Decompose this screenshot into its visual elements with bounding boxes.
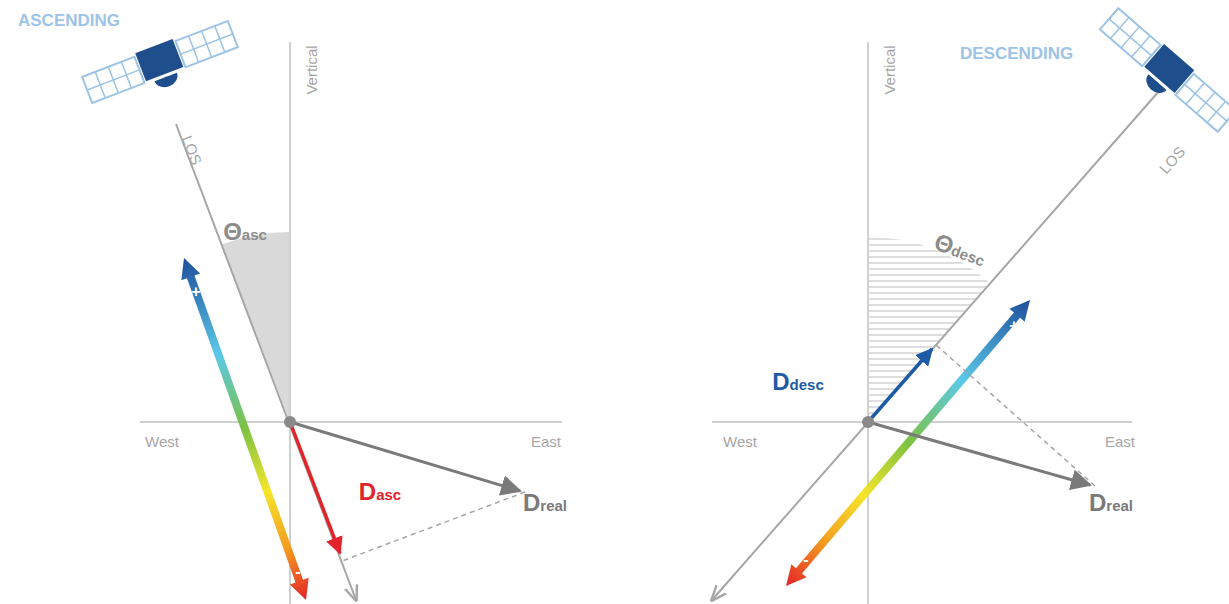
axis-label: LOS	[1156, 144, 1187, 176]
sign-symbol: +	[191, 284, 200, 300]
axis-label: Vertical	[304, 45, 319, 94]
displacement-color-scale	[181, 258, 308, 600]
line-of-sight	[176, 124, 356, 600]
sign-symbol: -	[803, 552, 808, 568]
sign-symbol: -	[295, 564, 300, 580]
vertical-axis	[867, 42, 869, 604]
ground-point	[284, 416, 296, 428]
line-of-sight	[712, 90, 1160, 600]
axis-label: LOS	[180, 133, 205, 166]
displacement-label: Dasc	[359, 480, 401, 504]
panel-title: ASCENDING	[18, 12, 120, 29]
axis-label: East	[1105, 434, 1135, 449]
ground-point	[862, 416, 874, 428]
displacement-label: Ddesc	[772, 370, 824, 394]
los-displacement-arrow	[868, 349, 932, 422]
displacement-label: Dreal	[523, 491, 567, 515]
panel-title: DESCENDING	[960, 45, 1073, 62]
real-displacement-arrow	[868, 422, 1090, 485]
axis-label: Vertical	[882, 45, 897, 94]
satellite	[1092, 6, 1229, 141]
axis-label: West	[723, 434, 757, 449]
horizontal-axis	[140, 421, 562, 423]
sign-symbol: +	[1009, 318, 1018, 334]
satellite	[81, 18, 242, 114]
axis-label: West	[145, 434, 179, 449]
axis-label: East	[531, 434, 561, 449]
real-displacement-arrow	[290, 422, 520, 491]
displacement-color-scale	[786, 300, 1030, 586]
displacement-label: Dreal	[1089, 491, 1133, 515]
vertical-axis	[289, 42, 291, 604]
angle-label: Θasc	[223, 220, 267, 244]
los-displacement-arrow	[290, 422, 340, 553]
